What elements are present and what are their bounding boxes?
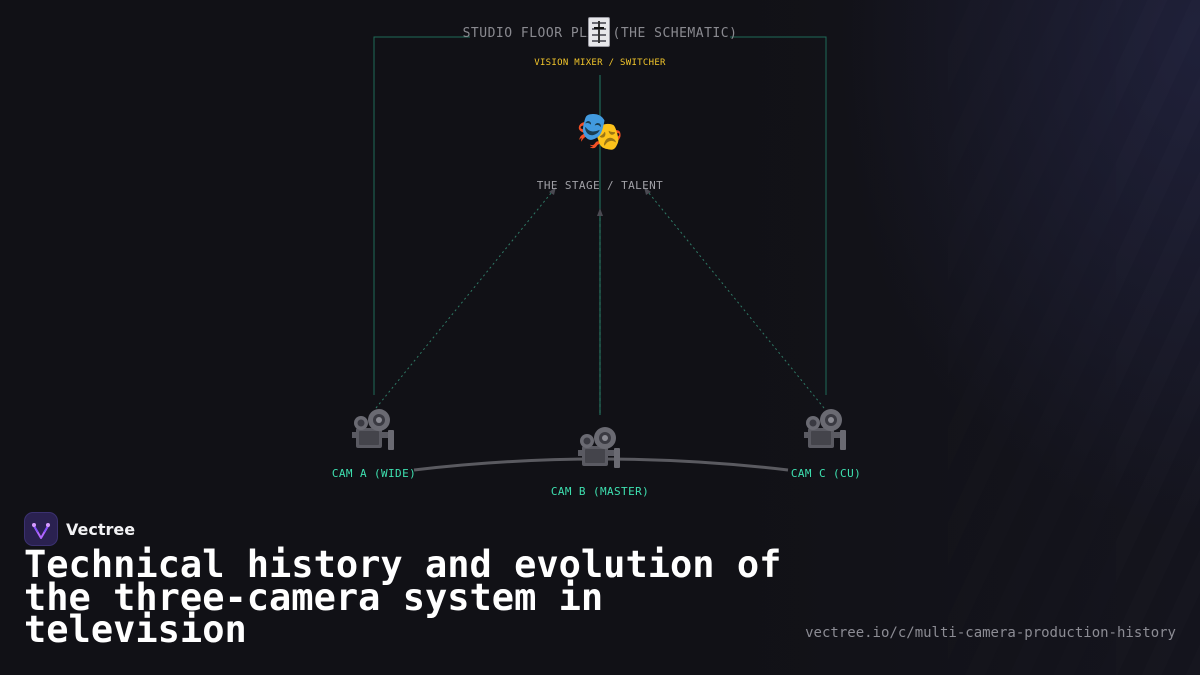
arrow-cam-c [644,187,651,195]
cam-b-movie-camera-icon [578,427,620,468]
page-url[interactable]: vectree.io/c/multi-camera-production-his… [805,625,1176,641]
control-knobs-icon [588,17,610,47]
page-title: Technical history and evolution of the t… [24,543,782,651]
vectree-logo-icon [24,512,58,546]
arrow-cam-b [597,208,603,216]
sightline-cam-c [643,186,825,409]
cam-c-movie-camera-icon [804,409,846,450]
cam-a-movie-camera-icon [352,409,394,450]
brand[interactable]: Vectree [24,512,135,546]
cam-a-label: CAM A (WIDE) [331,467,417,480]
brand-name: Vectree [66,519,136,539]
stage-label: THE STAGE / TALENT [536,179,664,192]
cable-cam-a [373,36,470,395]
mixer-label: VISION MIXER / SWITCHER [534,58,666,68]
cable-cam-c [730,36,827,395]
sightline-cam-a [375,186,557,409]
cam-b-label: CAM B (MASTER) [550,485,650,498]
arrow-cam-a [549,187,556,195]
performing-arts-icon: 🎭 [576,109,624,153]
cam-c-label: CAM C (CU) [790,467,862,480]
